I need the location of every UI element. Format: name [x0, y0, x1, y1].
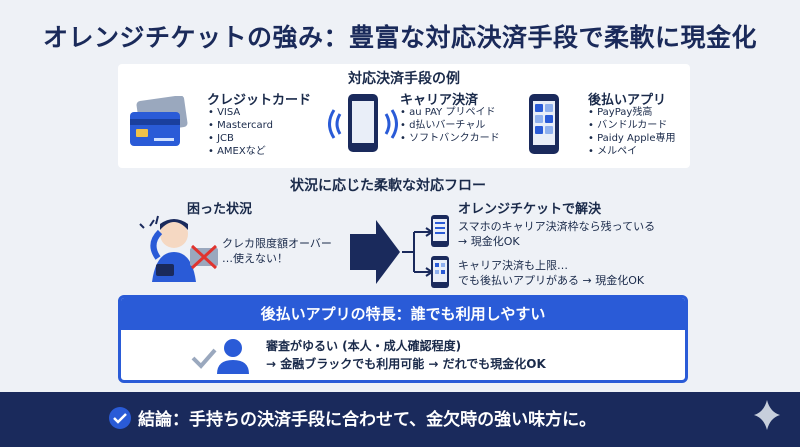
flow-heading: 状況に応じた柔軟な対応フロー — [290, 178, 486, 194]
app-phone-icon — [527, 92, 561, 160]
conclusion-bar — [0, 392, 800, 447]
sparkle-icon — [752, 398, 782, 436]
payment-methods-heading: 対応決済手段の例 — [348, 71, 460, 87]
solution-1-line-1: スマホのキャリア決済枠なら残っている — [458, 220, 656, 233]
credit-card-icon — [128, 95, 188, 156]
solution-heading: オレンジチケットで解決 — [458, 202, 602, 217]
list-item: VISA — [208, 106, 273, 119]
feature-line-2: → 金融ブラックでも利用可能 → だれでも現金化OK — [266, 357, 546, 371]
solution-2-line-1: キャリア決済も上限… — [458, 259, 568, 272]
list-item: Paidy Apple専用 — [588, 132, 675, 145]
bnpl-app-list: PayPay残高 バンドルカード Paidy Apple専用 メルペイ — [588, 106, 675, 158]
phone-icon — [430, 255, 450, 293]
phone-icon — [430, 214, 450, 252]
solution-2-line-2: でも後払いアプリがある → 現金化OK — [458, 274, 645, 287]
phone-signal-icon — [328, 92, 398, 160]
feature-heading: 後払いアプリの特長：誰でも利用しやすい — [121, 298, 685, 330]
list-item: Mastercard — [208, 119, 273, 132]
list-item: au PAY プリペイド — [400, 106, 500, 119]
list-item: JCB — [208, 132, 273, 145]
problem-heading: 困った状況 — [187, 202, 253, 217]
solution-1-line-2: → 現金化OK — [458, 235, 520, 248]
carrier-billing-list: au PAY プリペイド d払いバーチャル ソフトバンクカード — [400, 106, 500, 145]
carrier-billing-title: キャリア決済 — [400, 93, 479, 108]
credit-card-title: クレジットカード — [207, 93, 312, 108]
bnpl-feature-panel: 後払いアプリの特長：誰でも利用しやすい 審査がゆるい (本人・成人確認程度) →… — [118, 295, 688, 383]
page-title: オレンジチケットの強み：豊富な対応決済手段で柔軟に現金化 — [42, 23, 757, 52]
conclusion-text: 結論：手持ちの決済手段に合わせて、金欠時の強い味方に。 — [138, 410, 597, 430]
feature-line-1: 審査がゆるい (本人・成人確認程度) — [266, 339, 462, 353]
verified-user-icon — [189, 336, 251, 380]
bnpl-app-title: 後払いアプリ — [588, 93, 667, 108]
worried-person-icon — [138, 212, 228, 288]
list-item: バンドルカード — [588, 119, 675, 132]
credit-card-list: VISA Mastercard JCB AMEXなど — [208, 106, 273, 158]
list-item: d払いバーチャル — [400, 119, 500, 132]
problem-line-1: クレカ限度額オーバー — [222, 237, 332, 250]
flow-arrow-icon — [350, 216, 434, 292]
list-item: ソフトバンクカード — [400, 132, 500, 145]
check-circle-icon — [108, 406, 132, 434]
list-item: PayPay残高 — [588, 106, 675, 119]
list-item: AMEXなど — [208, 145, 273, 158]
list-item: メルペイ — [588, 145, 675, 158]
problem-line-2: …使えない！ — [222, 252, 288, 265]
